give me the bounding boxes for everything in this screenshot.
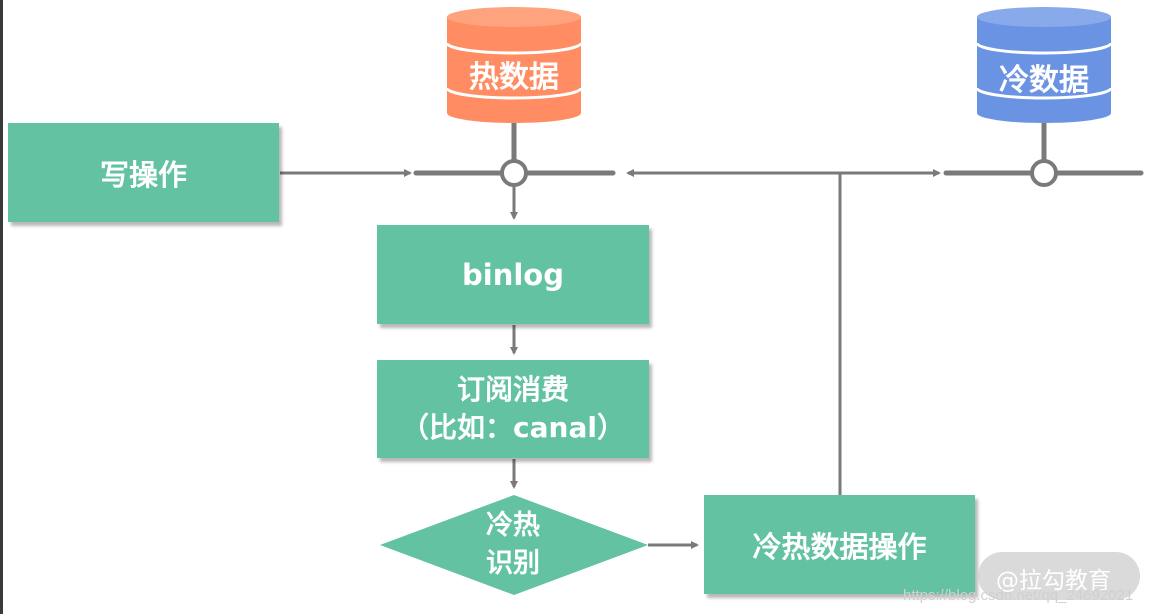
cold-data-label: 冷数据 — [999, 63, 1089, 98]
subscribe-label-line1: 订阅消费 — [456, 373, 569, 406]
decision-label-line2: 识别 — [486, 548, 540, 579]
subscribe-consume-box: 订阅消费 （比如：canal） — [377, 360, 649, 458]
subscribe-label-line2: （比如：canal） — [401, 411, 625, 444]
cold-db-node — [1030, 159, 1058, 187]
hot-db-node — [500, 159, 528, 187]
hot-database-icon — [445, 7, 583, 123]
decision-label-line1: 冷热 — [486, 510, 540, 541]
watermark-url: https://blog.csdn.net/qq_24692021 — [903, 587, 1134, 604]
binlog-label: binlog — [462, 257, 564, 292]
decision-diamond — [380, 495, 648, 595]
hot-cold-operation-label: 冷热数据操作 — [752, 529, 927, 564]
cold-database-icon — [975, 7, 1113, 123]
watermark-badge — [978, 552, 1140, 600]
hot-data-label: 热数据 — [469, 60, 559, 95]
hot-cold-operation-box: 冷热数据操作 — [704, 495, 975, 594]
binlog-box: binlog — [377, 225, 649, 324]
window-edge — [0, 0, 3, 614]
write-operation-box: 写操作 — [8, 123, 279, 222]
watermark-brand: @拉勾教育 — [996, 568, 1111, 594]
decision-label: 冷热 识别 — [440, 505, 586, 585]
write-operation-label: 写操作 — [99, 157, 187, 192]
